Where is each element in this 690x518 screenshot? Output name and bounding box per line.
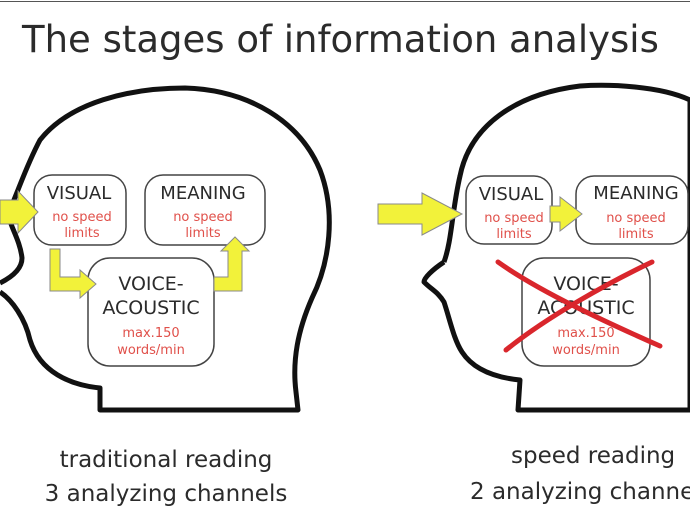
right-meaning-box: MEANING no speed limits: [575, 175, 689, 245]
left-visual-box: VISUAL no speed limits: [33, 174, 127, 246]
right-meaning-sub2: limits: [618, 227, 654, 242]
right-visual-to-meaning-arrow: [549, 195, 583, 233]
left-caption-1: traditional reading: [60, 447, 273, 473]
right-caption-1: speed reading: [511, 443, 675, 469]
right-voice-cross: [495, 259, 663, 353]
right-visual-title: VISUAL: [479, 184, 544, 205]
left-visual-title: VISUAL: [47, 183, 112, 204]
left-voice-to-meaning-arrow: [213, 236, 251, 292]
right-voice-sub2: words/min: [552, 343, 620, 358]
left-voice-rect: [87, 257, 215, 367]
left-voice-box: VOICE- ACOUSTIC max.150 words/min: [87, 257, 215, 367]
left-visual-sub2: limits: [64, 226, 100, 241]
left-voice-title2: ACOUSTIC: [102, 297, 199, 319]
right-input-arrow: [377, 192, 464, 236]
left-meaning-sub1: no speed: [173, 210, 233, 225]
diagram-title: The stages of information analysis: [21, 18, 659, 61]
right-caption-2: 2 analyzing channels: [470, 479, 690, 505]
left-input-arrow: [0, 189, 39, 235]
right-meaning-sub1: no speed: [606, 211, 666, 226]
left-voice-sub2: words/min: [117, 343, 185, 358]
left-meaning-rect: [144, 174, 266, 246]
right-visual-box: VISUAL no speed limits: [465, 175, 553, 245]
left-visual-to-voice-arrow: [49, 248, 97, 300]
left-voice-title1: VOICE-: [118, 273, 183, 295]
right-voice-sub1: max.150: [557, 326, 614, 341]
left-voice-sub1: max.150: [122, 326, 179, 341]
left-visual-sub1: no speed: [52, 210, 112, 225]
left-meaning-box: MEANING no speed limits: [144, 174, 266, 246]
right-meaning-title: MEANING: [593, 183, 678, 204]
left-caption-2: 3 analyzing channels: [45, 481, 288, 507]
left-meaning-title: MEANING: [160, 183, 245, 204]
right-visual-sub2: limits: [496, 227, 532, 242]
cross-stroke-1: [495, 259, 663, 349]
cross-stroke-2: [503, 259, 655, 353]
right-visual-sub1: no speed: [484, 211, 544, 226]
left-meaning-sub2: limits: [185, 226, 221, 241]
